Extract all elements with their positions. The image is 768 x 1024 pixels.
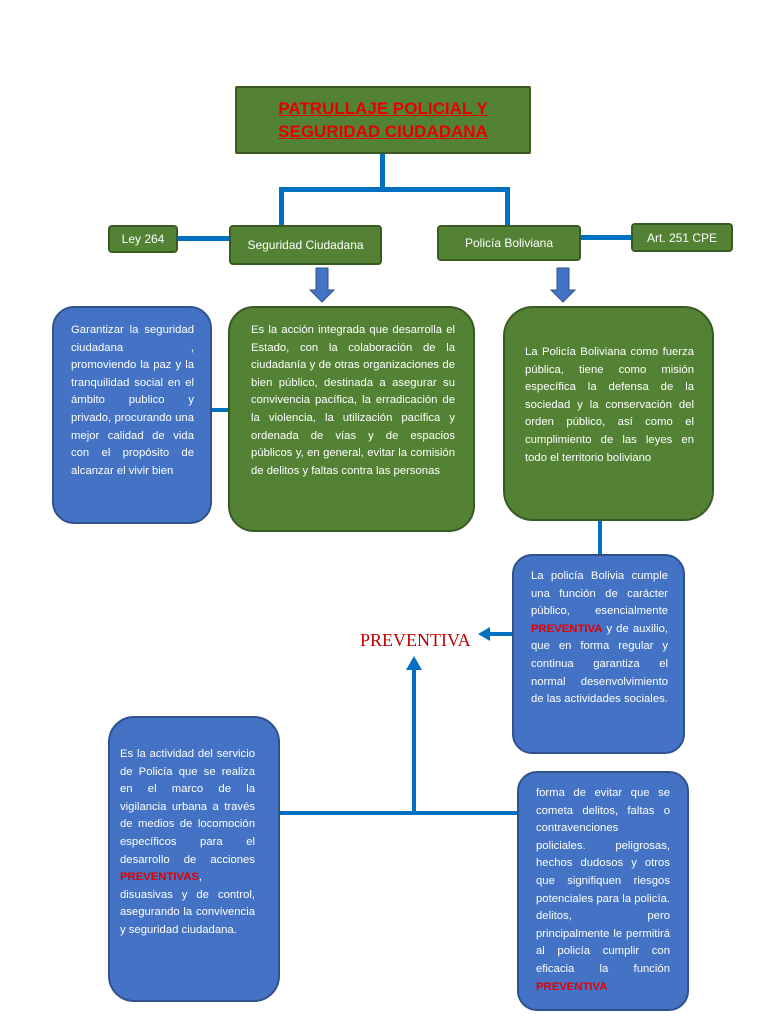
- node-policia-boliviana-text: Policía Boliviana: [464, 236, 554, 250]
- box-actividad-servicio-text-a: Es la actividad del servicio de Policía …: [120, 748, 255, 866]
- node-seguridad-ciudadana-text: Seguridad Ciudadana: [247, 238, 364, 252]
- node-art-251: Art. 251 CPE: [631, 223, 733, 252]
- connector-to-policia: [505, 187, 510, 226]
- arrow-up-preventiva: [406, 656, 422, 670]
- box-accion-integrada: Es la acción integrada que desarrolla el…: [228, 306, 475, 532]
- connector-bottom-horizontal: [280, 811, 520, 815]
- box-funcion-publica: La policía Bolivia cumple una función de…: [512, 554, 685, 754]
- connector-policia-art: [580, 235, 632, 240]
- preventiva-label: PREVENTIVA: [360, 630, 471, 650]
- arrow-left-preventiva: [478, 627, 490, 641]
- box-funcion-publica-highlight: PREVENTIVA: [531, 622, 603, 635]
- box-forma-evitar-text: forma de evitar que se cometa delitos, f…: [536, 787, 670, 975]
- connector-to-seguridad: [279, 187, 284, 226]
- node-policia-boliviana: Policía Boliviana: [437, 225, 581, 261]
- box-policia-descripcion: La Policía Boliviana como fuerza pública…: [503, 306, 714, 521]
- box-garantizar-text: Garantizar la seguridad ciudadana , prom…: [71, 324, 194, 477]
- box-funcion-publica-text-b: y de auxilio, que en forma regular y con…: [531, 622, 668, 706]
- connector-funcion-preventiva: [486, 632, 514, 636]
- connector-branch-horizontal: [279, 187, 510, 192]
- box-actividad-servicio: Es la actividad del servicio de Policía …: [108, 716, 280, 1002]
- box-actividad-servicio-text-b: , disuasivas y de control, asegurando la…: [120, 871, 255, 936]
- title-box: PATRULLAJE POLICIAL Y SEGURIDAD CIUDADAN…: [235, 86, 531, 154]
- box-forma-evitar-highlight: PREVENTIVA: [536, 980, 608, 993]
- arrow-down-seguridad: [308, 267, 336, 303]
- connector-garantizar-accion: [199, 408, 231, 412]
- connector-up-preventiva: [412, 668, 416, 813]
- box-accion-integrada-text: Es la acción integrada que desarrolla el…: [251, 324, 455, 477]
- connector-ley-seguridad: [178, 236, 230, 241]
- box-garantizar: Garantizar la seguridad ciudadana , prom…: [52, 306, 212, 524]
- connector-title-down: [380, 154, 385, 190]
- arrow-down-policia: [549, 267, 577, 303]
- box-forma-evitar: forma de evitar que se cometa delitos, f…: [517, 771, 689, 1011]
- node-ley-264: Ley 264: [108, 225, 178, 253]
- connector-policia-funcion: [598, 516, 602, 556]
- node-ley-264-text: Ley 264: [121, 232, 165, 246]
- box-actividad-servicio-highlight: PREVENTIVAS: [120, 871, 199, 884]
- title-text: PATRULLAJE POLICIAL Y SEGURIDAD CIUDADAN…: [278, 99, 488, 141]
- node-seguridad-ciudadana: Seguridad Ciudadana: [229, 225, 382, 265]
- node-art-251-text: Art. 251 CPE: [646, 230, 718, 245]
- box-funcion-publica-text-a: La policía Bolivia cumple una función de…: [531, 570, 668, 618]
- box-policia-descripcion-text: La Policía Boliviana como fuerza pública…: [525, 346, 694, 464]
